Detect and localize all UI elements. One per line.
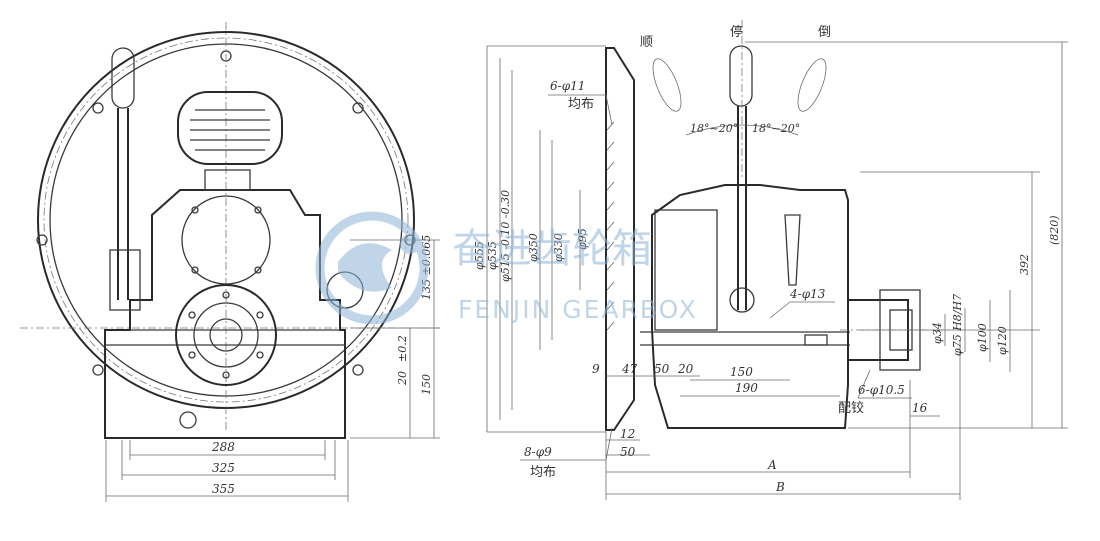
lever-label-reverse: 倒	[818, 25, 831, 40]
dim-pm02: ±0.2	[396, 335, 409, 362]
dipstick	[784, 214, 801, 286]
holes-8-d9: 8-φ9	[524, 445, 552, 459]
dim-20: 20	[677, 362, 694, 376]
output-flange	[175, 284, 277, 386]
dim-355: 355	[212, 482, 235, 496]
dim-A: A	[767, 458, 777, 472]
dim-190: 190	[735, 381, 758, 395]
side-bottom-dimensions	[605, 340, 961, 500]
dim-od120: φ120	[996, 326, 1009, 355]
dim-150: 150	[730, 365, 753, 379]
dim-d555: φ555	[473, 241, 486, 270]
holes-6-d11-note: 均布	[568, 97, 594, 112]
gearbox-housing	[104, 189, 346, 439]
angle-left: 18°~20°	[690, 122, 738, 135]
dim-50-b: 50	[620, 445, 636, 459]
flange-hatch	[606, 121, 615, 331]
lever-base	[109, 249, 141, 311]
dim-47: 47	[621, 362, 638, 376]
angle-right: 18°~20°	[752, 122, 800, 135]
lever-label-forward: 顺	[640, 35, 653, 50]
bolt-circle	[43, 37, 409, 403]
side-view: φ555 φ535 φ515 -0.10 -0.30 φ350 φ330 φ95…	[473, 20, 1068, 500]
dim-d350: φ350	[527, 233, 540, 262]
dim-od75: φ75 H8/H7	[951, 294, 964, 356]
dim-288: 288	[211, 440, 235, 454]
control-lever-handle	[111, 47, 135, 109]
watermark-brand-cn: 奋进齿轮箱	[452, 226, 652, 272]
dim-12: 12	[620, 427, 635, 441]
dim-B: B	[775, 480, 785, 494]
holes-6-d10-5-note: 配铰	[838, 401, 864, 416]
lever-forward-ghost	[652, 58, 682, 112]
side-diameter-lines	[486, 45, 606, 433]
dim-392: 392	[1018, 254, 1031, 275]
dim-150: 150	[420, 374, 433, 395]
breather	[204, 169, 251, 191]
dim-820: (820)	[1048, 215, 1061, 245]
holes-8-d9-note: 均布	[530, 465, 556, 480]
dim-325: 325	[212, 461, 235, 475]
dim-16: 16	[912, 401, 928, 415]
side-cover	[654, 209, 718, 331]
side-right-dimensions	[745, 41, 1068, 429]
lever-reverse-ghost	[797, 58, 827, 112]
watermark-brand-en: FENJIN GEARBOX	[458, 295, 698, 324]
output-flange-bolts	[188, 291, 264, 379]
holes-4-d13: 4-φ13	[789, 287, 826, 301]
front-dimensions	[105, 239, 440, 502]
inspection-cover	[177, 91, 283, 165]
dim-20: 20	[396, 371, 409, 386]
dim-9: 9	[592, 362, 600, 376]
holes-6-d11: 6-φ11	[550, 79, 585, 93]
brand-logo-icon	[315, 211, 429, 325]
dim-od34: φ34	[931, 322, 944, 344]
dim-od100: φ100	[976, 323, 989, 352]
dim-50: 50	[654, 362, 670, 376]
side-housing	[651, 184, 849, 429]
lever-label-neutral: 停	[730, 24, 743, 40]
side-lever-handle	[729, 45, 753, 107]
dim-d330: φ330	[552, 233, 565, 262]
dim-d95: φ95	[576, 228, 589, 250]
dim-d535: φ535	[486, 241, 499, 270]
drain-plug	[179, 411, 197, 429]
holes-6-d10-5: 6-φ10.5	[858, 383, 905, 397]
brand-watermark: 奋进齿轮箱 FENJIN GEARBOX	[315, 211, 698, 325]
dim-d515: φ515 -0.10 -0.30	[499, 190, 512, 282]
